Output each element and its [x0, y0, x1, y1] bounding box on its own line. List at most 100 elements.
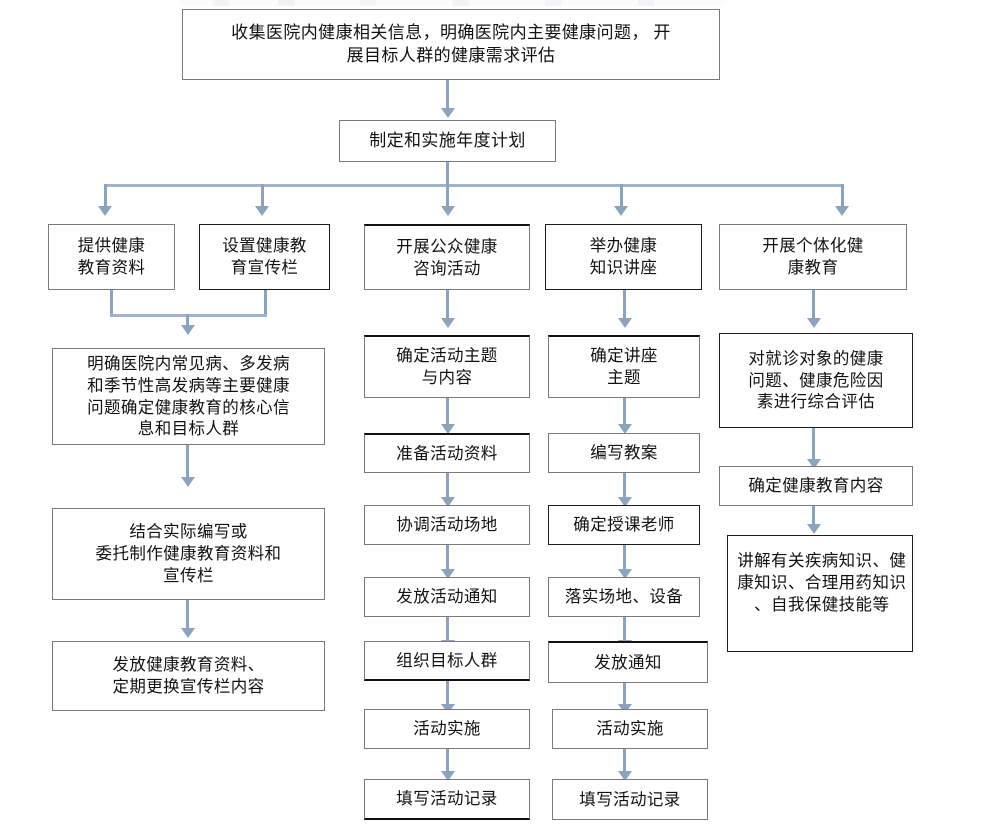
node-decide-education-content: 确定健康教育内容 — [719, 466, 913, 506]
connector-materials-down — [110, 290, 113, 316]
node-choose-lecturer: 确定授课老师 — [548, 505, 700, 545]
node-organize-target-population: 组织目标人群 — [364, 641, 530, 681]
node-label: 明确医院内常见病、多发病 和季节性高发病等主要健康 问题确定健康教育的核心信 息… — [87, 353, 290, 439]
node-individualized-health-education: 开展个体化健 康教育 — [719, 224, 907, 290]
connector-c3-6 — [446, 749, 449, 775]
node-activity-theme-and-content: 确定活动主题 与内容 — [364, 335, 530, 398]
arrowhead-c4-3 — [618, 569, 632, 579]
arrowhead-branch-2 — [255, 206, 269, 216]
connector-fanout-bus — [104, 184, 844, 187]
node-core-information-and-target: 明确医院内常见病、多发病 和季节性高发病等主要健康 问题确定健康教育的核心信 息… — [52, 348, 325, 445]
node-label: 落实场地、设备 — [564, 587, 684, 607]
node-label: 提供健康 教育资料 — [77, 236, 146, 277]
connector-board-down — [264, 290, 267, 316]
connector-branch-1 — [104, 184, 107, 210]
node-label: 设置健康教 育宣传栏 — [222, 236, 307, 277]
node-assess-patient-health: 对就诊对象的健康 问题、健康危险因 素进行综合评估 — [719, 333, 913, 428]
scan-artifact-strip — [180, 0, 725, 6]
connector-c3-5 — [446, 681, 449, 708]
arrowhead-c3-6 — [441, 771, 455, 781]
arrowhead-branch-4 — [614, 206, 628, 216]
node-label: 结合实际编写或 委托制作健康教育资料和 宣传栏 — [95, 522, 282, 585]
node-label: 举办健康 知识讲座 — [589, 236, 658, 277]
node-fill-activity-record-a: 填写活动记录 — [364, 779, 530, 820]
connector-consult-to-theme — [446, 290, 449, 321]
node-label: 对就诊对象的健康 问题、健康危险因 素进行综合评估 — [748, 348, 884, 412]
arrowhead-c5-2 — [807, 524, 821, 534]
connector-lecture-to-theme — [623, 290, 626, 321]
node-label: 填写活动记录 — [396, 789, 498, 809]
arrowhead-branch-5 — [835, 206, 849, 216]
arrowhead-c4-2 — [618, 497, 632, 507]
arrowhead-c4-6 — [618, 771, 632, 781]
node-label: 活动实施 — [413, 719, 481, 739]
arrowhead-lecture-to-theme — [618, 318, 632, 328]
node-label: 准备活动资料 — [396, 443, 498, 463]
connector-branch-2 — [261, 184, 264, 210]
arrowhead-c3-3 — [441, 569, 455, 579]
node-label: 开展个体化健 康教育 — [762, 236, 864, 277]
arrowhead-merge-left — [181, 325, 195, 335]
connector-c4-4 — [623, 617, 626, 644]
node-collect-health-information: 收集医院内健康相关信息，明确医院内主要健康问题， 开 展目标人群的健康需求评估 — [182, 9, 720, 80]
node-label: 发放活动通知 — [396, 587, 498, 607]
node-label: 确定活动主题 与内容 — [396, 346, 498, 387]
connector-c3-1 — [446, 398, 449, 428]
node-label: 填写活动记录 — [579, 789, 681, 809]
node-label: 确定健康教育内容 — [748, 476, 884, 496]
connector-c3-4 — [446, 617, 449, 644]
node-explain-disease-and-health-knowledge: 讲解有关疾病知识、健 康知识、合理用药知识 、自我保健技能等 — [727, 535, 913, 652]
node-label: 组织目标人群 — [396, 650, 498, 670]
node-issue-notice: 发放通知 — [548, 641, 708, 683]
connector-plan-stem — [446, 162, 449, 186]
arrowhead-collect-to-plan — [441, 108, 455, 118]
arrowhead-individual-to-assess — [807, 318, 821, 328]
node-label: 讲解有关疾病知识、健 康知识、合理用药知识 、自我保健技能等 — [737, 551, 907, 614]
node-activity-implementation-b: 活动实施 — [552, 709, 708, 749]
connector-branch-5 — [841, 184, 844, 210]
node-label: 发放健康教育资料、 定期更换宣传栏内容 — [112, 655, 265, 696]
connector-collect-to-plan — [446, 80, 449, 111]
node-label: 制定和实施年度计划 — [369, 130, 526, 150]
arrowhead-write-to-distribute — [181, 628, 195, 638]
node-label: 收集医院内健康相关信息，明确医院内主要健康问题， 开 展目标人群的健康需求评估 — [231, 23, 671, 65]
arrowhead-c5-1 — [807, 459, 821, 469]
connector-c3-2 — [446, 473, 449, 501]
connector-individual-to-assess — [812, 290, 815, 321]
node-write-or-commission-materials: 结合实际编写或 委托制作健康教育资料和 宣传栏 — [52, 508, 325, 600]
connector-c4-5 — [623, 683, 626, 708]
node-coordinate-activity-venue: 协调活动场地 — [364, 505, 530, 545]
node-label: 确定讲座 主题 — [590, 346, 658, 387]
connector-c4-1 — [623, 398, 626, 428]
node-annual-plan: 制定和实施年度计划 — [339, 120, 556, 162]
connector-c4-2 — [623, 473, 626, 501]
node-fill-activity-record-b: 填写活动记录 — [552, 779, 708, 820]
node-distribute-materials-and-refresh-board: 发放健康教育资料、 定期更换宣传栏内容 — [52, 641, 325, 711]
node-label: 发放通知 — [594, 652, 662, 672]
connector-branch-3 — [446, 184, 449, 210]
node-lecture-theme: 确定讲座 主题 — [548, 335, 700, 398]
arrowhead-core-to-write — [181, 477, 195, 487]
connector-branch-4 — [620, 184, 623, 210]
node-hold-health-lecture: 举办健康 知识讲座 — [545, 224, 702, 290]
arrowhead-c3-1 — [441, 424, 455, 434]
arrowhead-branch-3 — [441, 206, 455, 216]
connector-core-to-write — [186, 445, 189, 483]
connector-merge-stem-left — [186, 314, 189, 328]
node-setup-education-board: 设置健康教 育宣传栏 — [199, 224, 330, 290]
connector-c4-3 — [623, 545, 626, 573]
arrowhead-c3-2 — [441, 497, 455, 507]
node-label: 确定授课老师 — [573, 515, 675, 535]
connector-write-to-distribute — [186, 600, 189, 634]
connector-c5-1 — [812, 428, 815, 463]
node-provide-education-materials: 提供健康 教育资料 — [48, 224, 175, 290]
connector-c4-6 — [623, 749, 626, 775]
node-label: 活动实施 — [596, 719, 664, 739]
node-prepare-activity-materials: 准备活动资料 — [364, 433, 530, 473]
arrowhead-c4-1 — [618, 424, 632, 434]
arrowhead-consult-to-theme — [441, 318, 455, 328]
connector-c5-2 — [812, 506, 815, 528]
node-activity-implementation-a: 活动实施 — [364, 709, 530, 749]
node-label: 协调活动场地 — [396, 515, 498, 535]
